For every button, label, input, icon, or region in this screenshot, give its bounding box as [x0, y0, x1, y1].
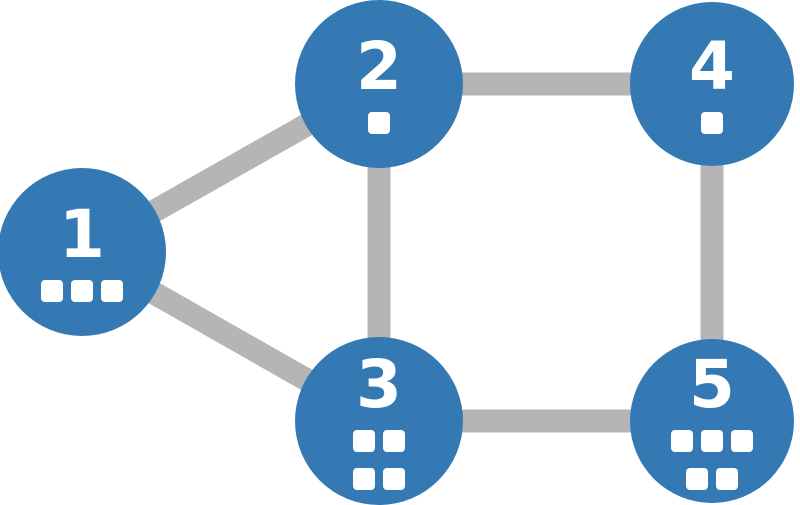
node-dot: [353, 430, 375, 452]
node-dot: [383, 430, 405, 452]
node-circle-4[interactable]: 4: [630, 2, 794, 166]
node-dot-row: [353, 430, 405, 452]
node-dot: [686, 468, 708, 490]
node-dot-row: [353, 468, 405, 490]
node-dot-row: [701, 112, 723, 134]
node-label-3: 3: [356, 346, 402, 423]
node-label-5: 5: [689, 346, 735, 423]
node-badge-dots-2: [368, 112, 390, 134]
node-dot: [701, 430, 723, 452]
node-dot: [41, 280, 63, 302]
node-dot-row: [686, 468, 738, 490]
graph-node-5[interactable]: 5: [630, 339, 794, 503]
node-circle-2[interactable]: 2: [295, 0, 463, 168]
graph-node-4[interactable]: 4: [630, 2, 794, 166]
graph-node-3[interactable]: 3: [295, 337, 463, 505]
node-dot: [353, 468, 375, 490]
node-dot-row: [671, 430, 753, 452]
graph-node-2[interactable]: 2: [295, 0, 463, 168]
node-badge-dots-3: [353, 430, 405, 490]
node-badge-dots-1: [41, 280, 123, 302]
node-dot: [101, 280, 123, 302]
node-dot: [701, 112, 723, 134]
node-circle-5[interactable]: 5: [630, 339, 794, 503]
node-dot: [383, 468, 405, 490]
node-dot-row: [41, 280, 123, 302]
graph-node-1[interactable]: 1: [0, 168, 166, 336]
node-badge-dots-4: [701, 112, 723, 134]
node-dot-row: [368, 112, 390, 134]
node-label-4: 4: [689, 28, 735, 105]
node-dot: [368, 112, 390, 134]
node-dot: [731, 430, 753, 452]
node-label-2: 2: [356, 28, 402, 105]
node-dot: [716, 468, 738, 490]
node-circle-3[interactable]: 3: [295, 337, 463, 505]
node-label-1: 1: [59, 196, 105, 273]
node-circle-1[interactable]: 1: [0, 168, 166, 336]
node-dot: [671, 430, 693, 452]
node-dot: [71, 280, 93, 302]
node-badge-dots-5: [671, 430, 753, 490]
